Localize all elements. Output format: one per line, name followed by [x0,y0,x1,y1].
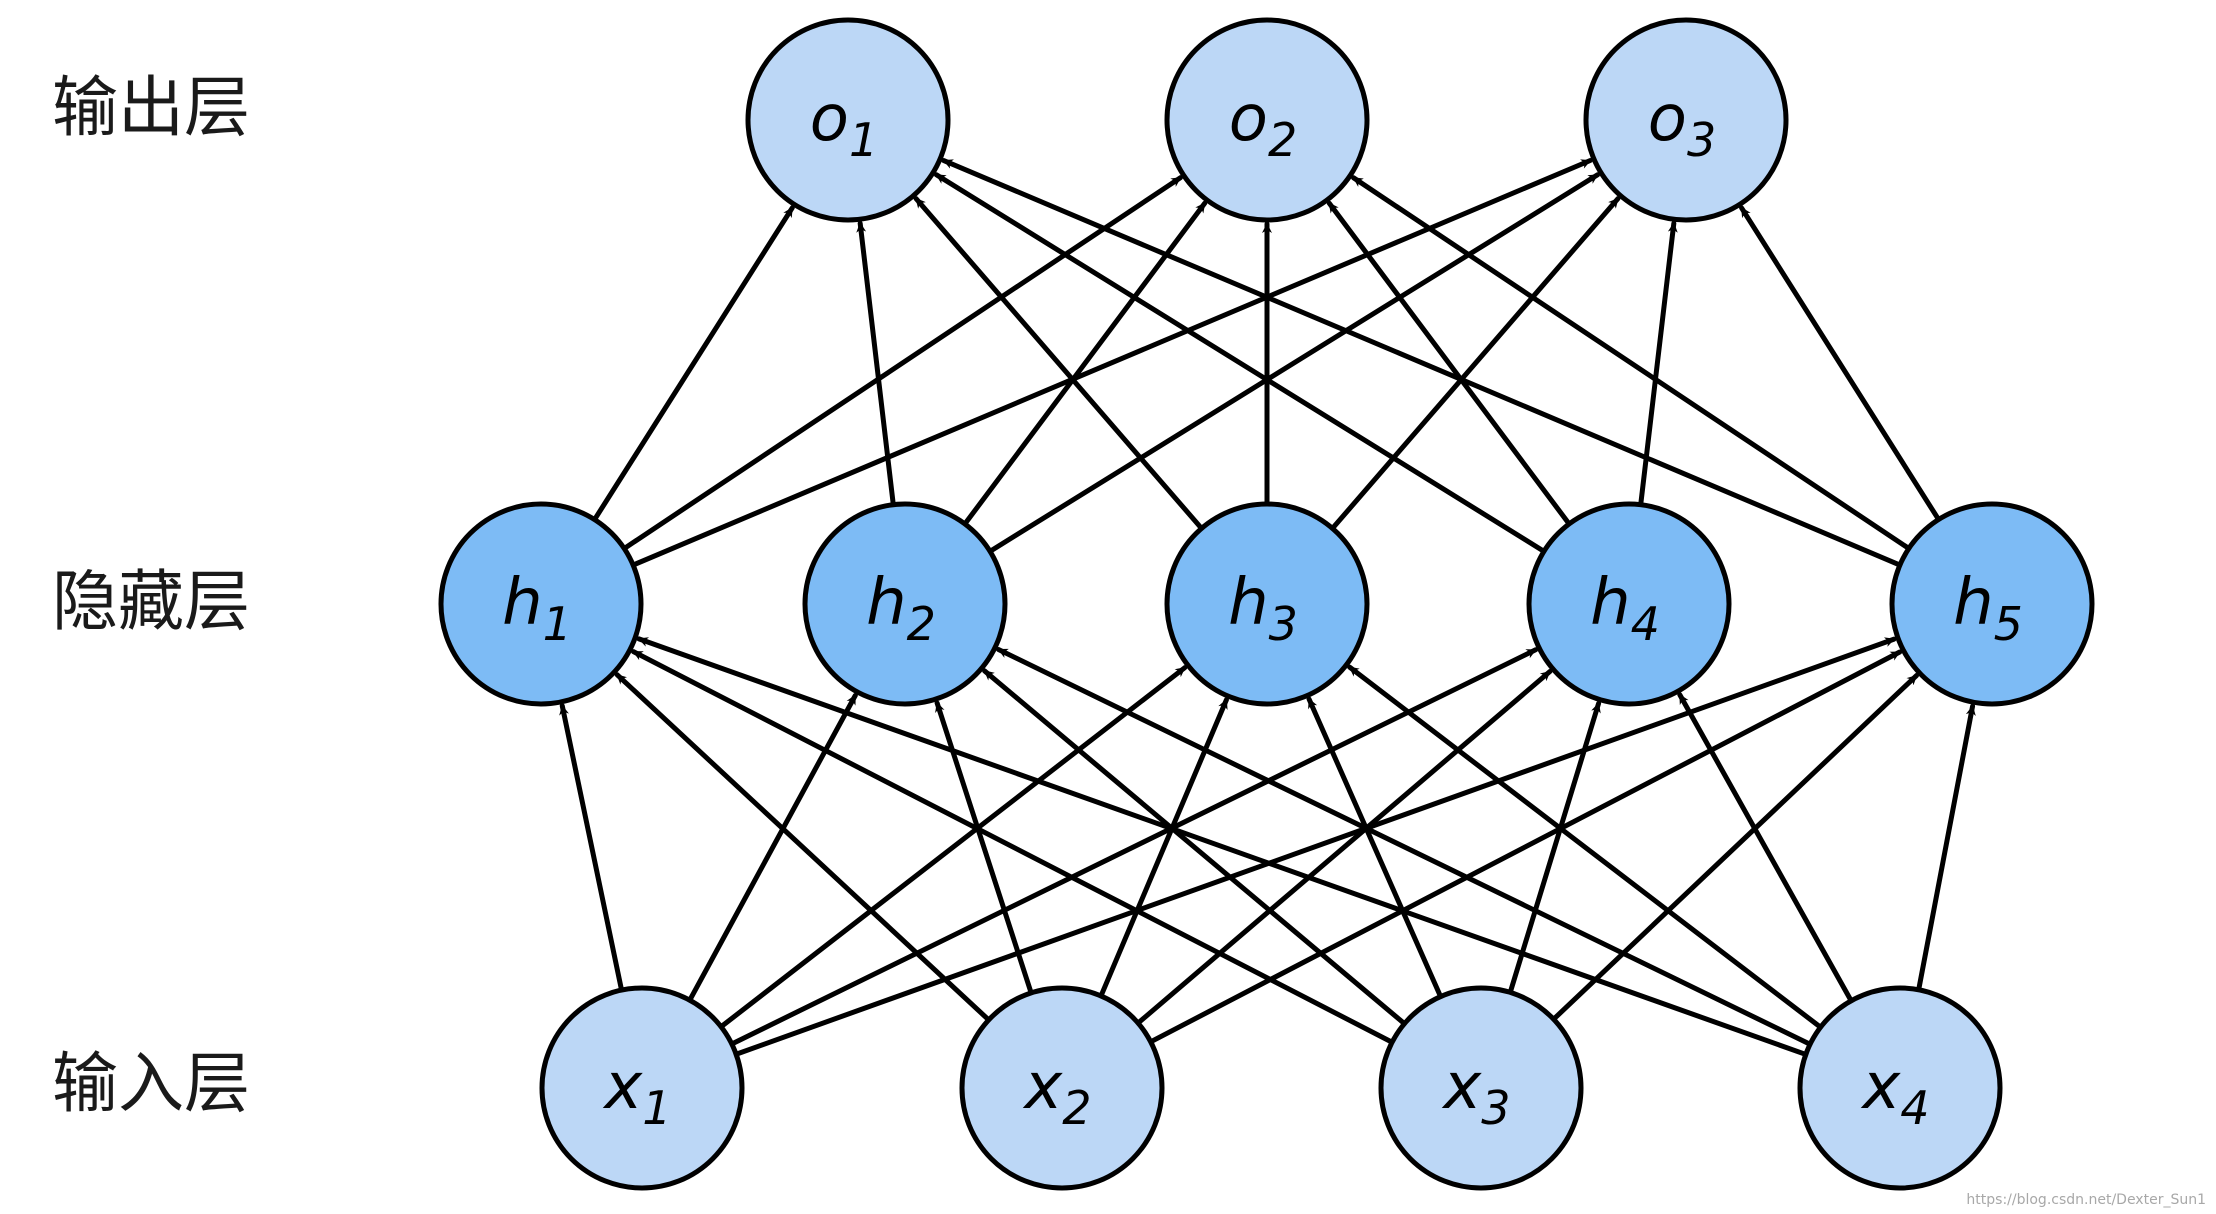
node-circle [745,17,951,223]
node-x4: x4 [1797,985,2003,1191]
arrow-x2-to-h4 [1135,669,1553,1026]
arrow-h2-to-o2 [962,200,1208,527]
node-o3: o3 [1583,17,1789,223]
node-symbol: o [1229,82,1268,156]
arrow-x4-to-h5 [1916,703,1976,993]
output-layer-label: 输出层 [52,69,250,146]
arrow-x1-to-h4 [729,647,1539,1047]
node-label: x2 [1022,1050,1091,1135]
arrow-x1-to-h5 [733,636,1897,1057]
arrow-x1-to-h1 [559,703,625,993]
node-o2: o2 [1164,17,1370,223]
node-circle [1797,985,2003,1191]
node-symbol: o [1648,82,1687,156]
arrow-h4-to-o2 [1326,200,1572,527]
arrow-h3-to-o1 [913,196,1205,531]
node-h3: h3 [1164,501,1370,707]
connection-arrows [559,157,1976,1057]
arrow-x3-to-h2 [982,668,1407,1027]
node-label: h5 [1953,566,2023,651]
watermark-text: https://blog.csdn.net/Dexter_Sun1 [1966,1192,2206,1208]
node-circle [959,985,1165,1191]
node-h4: h4 [1526,501,1732,707]
node-label: h1 [502,566,572,651]
node-o1: o1 [745,17,951,223]
node-x1: x1 [539,985,745,1191]
arrow-h2-to-o3 [987,172,1601,554]
node-h2: h2 [802,501,1008,707]
hidden-layer-label: 隐藏层 [52,563,250,640]
arrow-h3-to-o3 [1329,196,1621,531]
node-circle [1378,985,1584,1191]
node-symbol: x [1441,1050,1482,1124]
node-symbol: h [866,566,907,640]
arrow-x1-to-h2 [687,692,858,1003]
node-label: o2 [1229,82,1297,167]
arrow-x4-to-h4 [1677,692,1854,1004]
arrow-x3-to-h5 [1551,673,1919,1022]
arrow-x3-to-h4 [1507,700,1602,995]
node-subscript: 4 [1631,597,1660,651]
node-label: x4 [1860,1050,1929,1135]
node-symbol: h [502,566,543,640]
arrow-h5-to-o3 [1739,205,1942,522]
node-symbol: h [1590,566,1631,640]
input-layer-label: 输入层 [52,1045,250,1122]
arrow-x1-to-h3 [718,665,1188,1030]
node-subscript: 2 [907,597,936,651]
node-h5: h5 [1889,501,2095,707]
arrow-h5-to-o1 [941,158,1903,568]
node-subscript: 4 [1900,1081,1929,1135]
node-circle [1526,501,1732,707]
node-label: h2 [866,566,936,651]
arrow-h2-to-o1 [856,220,896,508]
node-symbol: h [1953,566,1994,640]
arrow-x3-to-h3 [1306,696,1444,1000]
node-x3: x3 [1378,985,1584,1191]
node-subscript: 3 [1269,597,1298,651]
arrow-h1-to-o1 [592,205,795,523]
node-subscript: 1 [543,597,572,651]
node-symbol: h [1228,566,1269,640]
node-label: h3 [1228,566,1298,651]
node-circle [1164,17,1370,223]
node-label: x1 [602,1050,671,1135]
arrow-x2-to-h5 [1148,649,1903,1045]
node-x2: x2 [959,985,1165,1191]
node-subscript: 1 [849,113,878,167]
arrow-x3-to-h1 [630,649,1395,1045]
node-subscript: 5 [1994,597,2023,651]
arrow-x2-to-h3 [1098,697,1229,999]
arrow-h1-to-o2 [621,175,1183,552]
node-subscript: 3 [1687,113,1716,167]
node-label: o1 [810,82,878,167]
node-circle [1889,501,2095,707]
node-symbol: x [1022,1050,1063,1124]
node-symbol: x [1860,1050,1901,1124]
node-subscript: 2 [1062,1081,1091,1135]
node-subscript: 1 [642,1081,671,1135]
node-subscript: 2 [1268,113,1297,167]
node-circle [438,501,644,707]
node-circle [1583,17,1789,223]
node-label: o3 [1648,82,1716,167]
arrow-h5-to-o2 [1350,175,1912,551]
arrow-x4-to-h1 [636,636,1809,1057]
arrow-x4-to-h2 [996,646,1813,1047]
node-symbol: x [602,1050,643,1124]
node-label: x3 [1441,1050,1510,1135]
node-label: h4 [1590,566,1660,651]
node-symbol: o [810,82,849,156]
node-h1: h1 [438,501,644,707]
node-circle [1164,501,1370,707]
node-circle [539,985,745,1191]
arrow-h4-to-o1 [933,172,1547,554]
arrow-x4-to-h3 [1347,664,1824,1030]
node-subscript: 3 [1481,1081,1510,1135]
arrow-x2-to-h1 [614,672,992,1023]
node-circle [802,501,1008,707]
